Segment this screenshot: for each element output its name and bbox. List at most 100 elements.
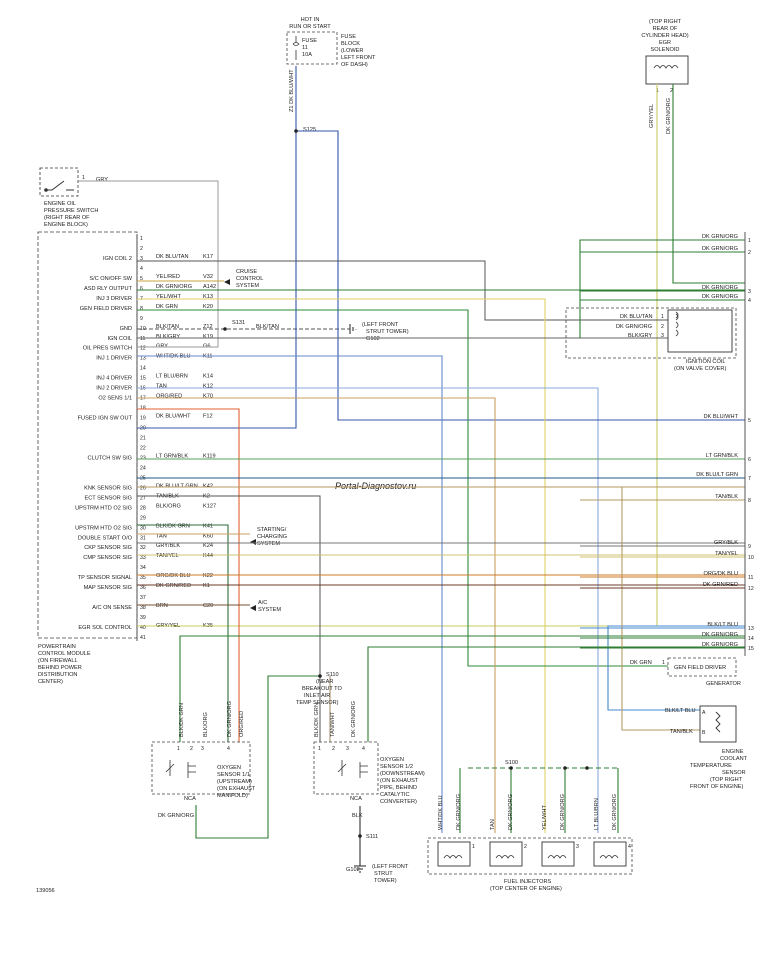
generator-pin: 1 (662, 660, 665, 666)
right-wire-11: ORG/DK BLU (703, 571, 738, 577)
coil-label-2: (ON VALVE COVER) (674, 366, 726, 372)
fuse-loc-5: OF DASH) (341, 62, 368, 68)
injector-power-3: DK GRN/ORG (560, 794, 566, 830)
pcm-wire-38: BRN (156, 603, 168, 609)
pcm-pin-35: 35 (140, 575, 146, 581)
o2dn-bottom-wire: BLK (352, 813, 363, 819)
pcm-circuit-31: K60 (203, 533, 213, 539)
pcm-pin-17: 17 (140, 396, 146, 402)
fuse-loc-2: BLOCK (341, 41, 360, 47)
generator-field-driver: GEN FIELD DRIVER (674, 665, 726, 671)
coil-label-1: IGNITION COIL (686, 359, 725, 365)
pcm-pin-30: 30 (140, 525, 146, 531)
pcm-pin-27: 27 (140, 495, 146, 501)
pcm-pin-22: 22 (140, 445, 146, 451)
s110-note-2: BREAKOUT TO (302, 686, 342, 692)
pcm-wire-3: DK BLU/TAN (156, 254, 189, 260)
pcm-pin-41: 41 (140, 635, 146, 641)
pcm-wire-35: ORG/DK BLU (156, 573, 191, 579)
right-pin-13: 13 (748, 626, 754, 632)
pcm-wire-11: BLK/GRY (156, 334, 180, 340)
pcm-label-3: (ON FIREWALL (38, 658, 78, 664)
charging-3: SYSTEM (257, 541, 280, 547)
fuse-hot-in-line1: HOT IN (301, 17, 320, 23)
injector-number-2: 2 (524, 844, 527, 850)
o2up-wire-4: ORG/RED (239, 711, 245, 737)
pcm-function-6: ASD RLY OUTPUT (84, 286, 133, 292)
pcm-function-38: A/C ON SENSE (92, 605, 132, 611)
s131-label: S131 (232, 320, 245, 326)
injector-2 (489, 841, 523, 867)
pcm-pin-12: 12 (140, 346, 146, 352)
pcm-wire-6: DK GRN/ORG (156, 284, 192, 290)
o2dn-pin-2: 2 (332, 746, 335, 752)
pcm-pin-15: 15 (140, 376, 146, 382)
fuse-block: HOT IN RUN OR START FUSE 11 10A FUSE BLO… (286, 17, 376, 133)
injector-signal-4: LT BLU/BRN (594, 798, 600, 830)
injector-1 (437, 841, 471, 867)
fuse-label: FUSE (302, 38, 317, 44)
fuel-injectors: S100 FUEL INJECTORS (TOP CENTER OF ENGIN… (427, 760, 633, 892)
s110-note-1: (NEAR (316, 679, 333, 685)
ect-label-3: TEMPERATURE (690, 763, 732, 769)
pcm-pin-3: 3 (140, 256, 143, 262)
right-wire-10: TAN/YEL (715, 551, 738, 557)
s131-wire: BLK/TAN (256, 324, 279, 330)
generator-label: GENERATOR (706, 681, 741, 687)
pcm-circuit-35: K22 (203, 573, 213, 579)
pcm-function-8: GEN FIELD DRIVER (80, 306, 132, 312)
right-pin-11: 11 (748, 575, 753, 581)
pcm-circuit-19: F12 (203, 414, 213, 420)
pcm-pin-19: 19 (140, 416, 146, 422)
pcm-wire-17: ORG/RED (156, 394, 182, 400)
ect-pin-b: B (702, 730, 706, 736)
right-pin-10: 10 (748, 555, 754, 561)
o2dn-pin-1: 1 (318, 746, 321, 752)
injector-power-4: DK GRN/ORG (612, 794, 618, 830)
o2dn-wire-2: TAN/WHT (330, 711, 336, 737)
o2dn-nca: NCA (350, 796, 362, 802)
coil-pin-2: 2 (661, 324, 664, 330)
pcm-function-11: IGN COIL (107, 336, 132, 342)
coil-wire-2: DK GRN/ORG (616, 324, 652, 330)
g102-bottom-loc-3: TOWER) (374, 878, 397, 884)
pcm-label-4: BEHIND POWER (38, 665, 82, 671)
right-pin-9: 9 (748, 544, 751, 550)
coil-wire-1: DK BLU/TAN (620, 314, 653, 320)
charging-1: STARTING/ (257, 527, 287, 533)
right-wire-7: DK BLU/LT GRN (696, 472, 738, 478)
pcm-pin-10: 10 (140, 326, 146, 332)
ect-wire-a: BLK/LT BLU (665, 708, 696, 714)
pcm-wire-33: TAN/YEL (156, 553, 179, 559)
pcm-function-10: GND (120, 326, 132, 332)
pcm-circuit-3: K17 (203, 254, 213, 260)
g102-bottom: G102 (346, 867, 360, 873)
pcm-function-3: IGN COIL 2 (103, 256, 132, 262)
figure-id: 139056 (36, 888, 55, 894)
pcm-circuit-7: K13 (203, 294, 213, 300)
pcm-pin-33: 33 (140, 555, 146, 561)
g102-loc-2: STRUT TOWER) (366, 329, 409, 335)
pcm-circuit-15: K14 (203, 374, 213, 380)
o2dn-label-3: (DOWNSTREAM) (380, 771, 425, 777)
pcm-label: POWERTRAIN CONTROL MODULE (ON FIREWALL B… (38, 644, 91, 685)
pcm-pin-5: 5 (140, 276, 143, 282)
o2up-pin-4: 4 (227, 746, 230, 752)
o2up-pin-1: 1 (177, 746, 180, 752)
right-pin-12: 12 (748, 586, 754, 592)
pcm-function-23: CLUTCH SW SIG (88, 455, 132, 461)
egr-wire-2: DK GRN/ORG (666, 98, 672, 134)
ground-s131: S131 BLK/TAN (LEFT FRONT STRUT TOWER) G1… (137, 320, 409, 342)
pcm-wire-30: BLK/DK GRN (156, 523, 190, 529)
cruise-2: CONTROL (236, 276, 263, 282)
o2up-pin-3: 3 (201, 746, 204, 752)
pcm-circuit-11: K19 (203, 334, 213, 340)
pcm-pin-32: 32 (140, 545, 146, 551)
pcm-pin-34: 34 (140, 565, 146, 571)
oil-switch-pin: 1 (82, 175, 85, 181)
pcm-label-1: POWERTRAIN (38, 644, 76, 650)
right-wire-2: DK GRN/ORG (702, 246, 738, 252)
injectors-label-1: FUEL INJECTORS (504, 879, 552, 885)
s110-label: S110 (326, 672, 339, 678)
